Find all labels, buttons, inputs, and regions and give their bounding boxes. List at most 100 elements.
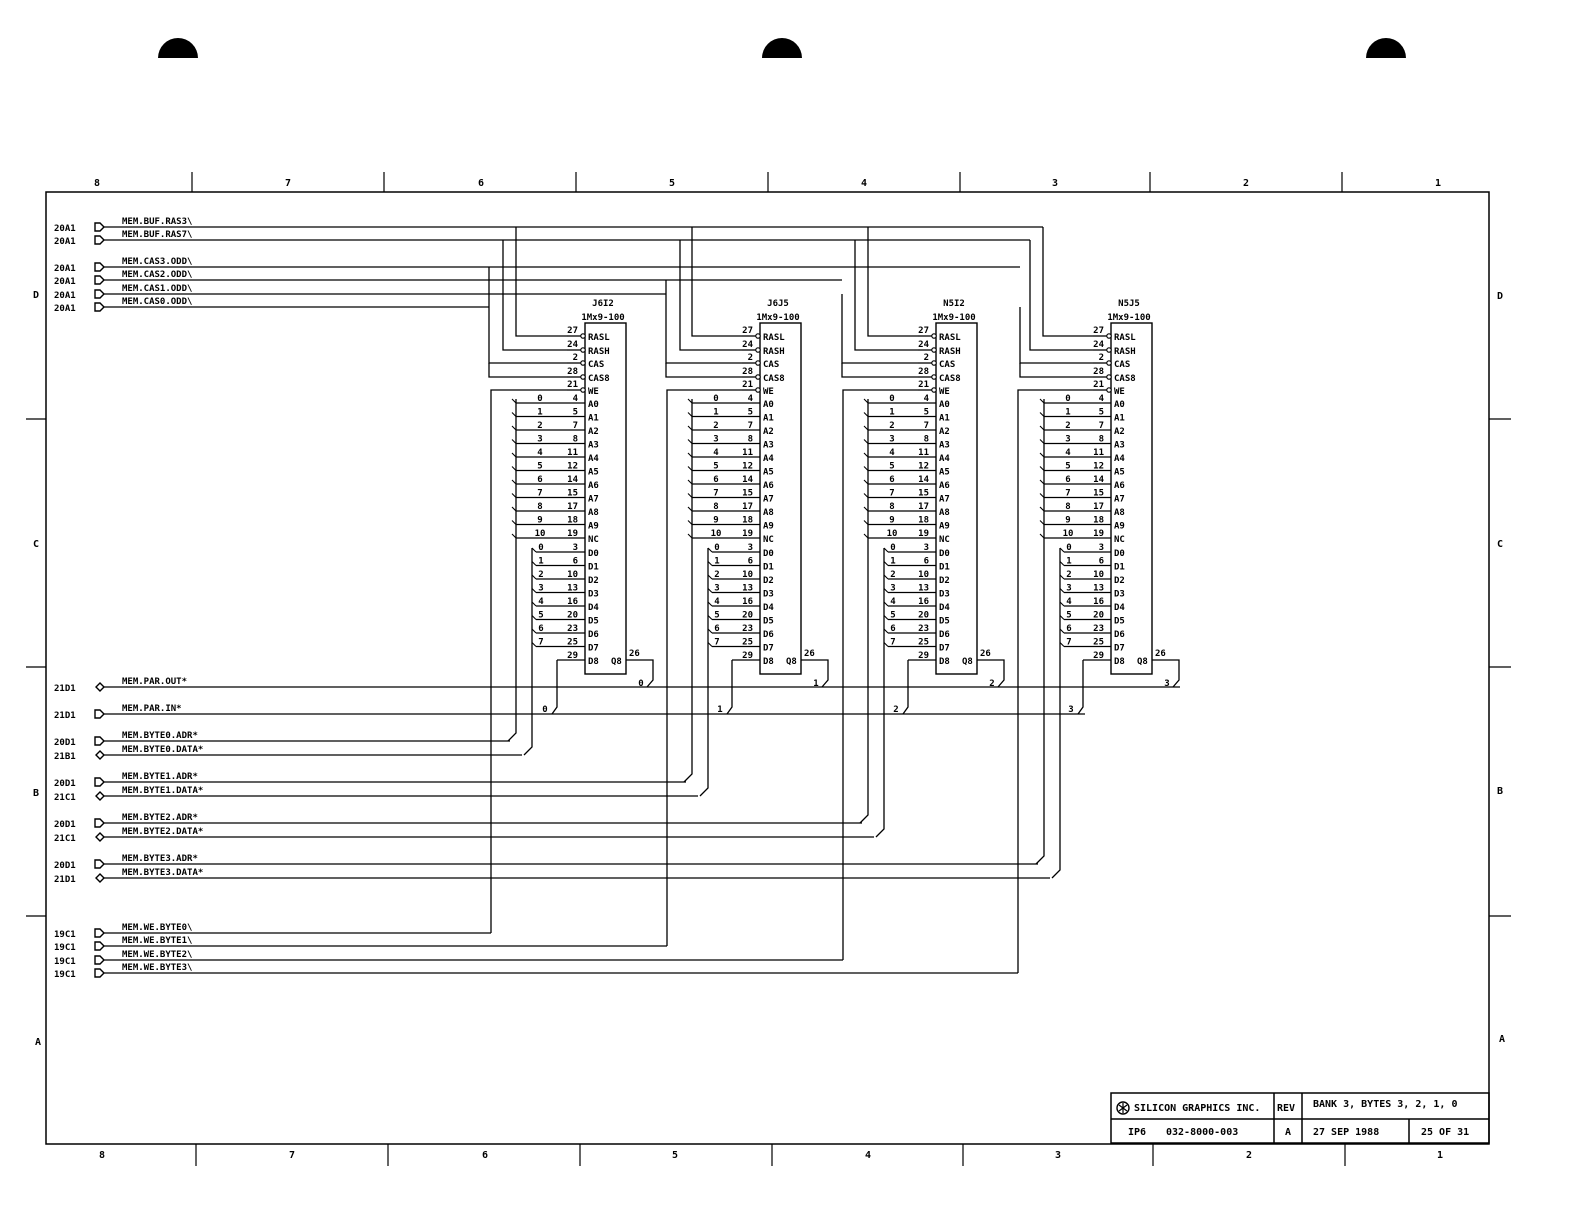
- active-low-bubble-icon: [755, 333, 761, 339]
- bus-bit: 3: [713, 435, 718, 445]
- pin-name: WE: [763, 387, 774, 397]
- pin-number: 7: [924, 421, 929, 431]
- active-low-bubble-icon: [755, 360, 761, 366]
- pin-number: 5: [1099, 408, 1104, 418]
- row-label: D: [1497, 291, 1503, 302]
- bus-bit: 6: [537, 475, 542, 485]
- pin-number: 19: [918, 529, 929, 539]
- bus-bit: 4: [538, 597, 544, 607]
- pin-number: 20: [918, 611, 929, 621]
- pin-number: 21: [1093, 380, 1104, 390]
- pin-number: 14: [567, 475, 578, 485]
- bus-bit: 5: [889, 462, 894, 472]
- pin-name: A7: [939, 495, 950, 505]
- wire: [691, 227, 742, 337]
- connector-reference: 19C1: [54, 957, 76, 967]
- input-connector-icon: [94, 289, 105, 299]
- bus-bit: 2: [714, 570, 719, 580]
- signal-name: MEM.BYTE0.DATA*: [122, 745, 203, 755]
- pin-name: Q8: [786, 657, 797, 667]
- bus-bit: 8: [889, 502, 894, 512]
- pin-name: A2: [588, 427, 599, 437]
- pin-number: 4: [748, 394, 754, 404]
- pin-number: 14: [918, 475, 929, 485]
- pin-number: 15: [918, 489, 929, 499]
- chip-body: [1110, 322, 1153, 675]
- pin-name: A7: [763, 495, 774, 505]
- bus-entry: [1039, 493, 1045, 498]
- wire: [1017, 389, 1093, 973]
- pin-name: D2: [588, 576, 599, 586]
- bus-bit: 1: [714, 557, 719, 567]
- signal-name: MEM.WE.BYTE3\: [122, 963, 192, 973]
- column-label: 2: [1243, 178, 1249, 189]
- pin-name: A9: [588, 522, 599, 532]
- bus-bit: 7: [1066, 638, 1071, 648]
- chip-reference: J6J5: [767, 299, 789, 309]
- pin-name: D5: [1114, 617, 1125, 627]
- signal-name: MEM.WE.BYTE0\: [122, 923, 192, 933]
- pin-number: 26: [629, 649, 640, 659]
- pin-name: CAS: [939, 360, 955, 370]
- column-label: 6: [482, 1150, 488, 1161]
- bus-entry: [511, 533, 517, 539]
- pin-name: A4: [1114, 454, 1125, 464]
- pin-number: 19: [1093, 529, 1104, 539]
- column-label: 3: [1052, 178, 1058, 189]
- pin-number: 12: [742, 462, 753, 472]
- column-label: 8: [94, 178, 100, 189]
- bus-bit: 2: [889, 421, 894, 431]
- connector-reference: 21D1: [54, 684, 76, 694]
- pin-number: 5: [573, 408, 578, 418]
- pin-number: 24: [742, 340, 753, 350]
- bus-bit: 10: [1063, 529, 1074, 539]
- sheet-number: 25 OF 31: [1421, 1127, 1469, 1138]
- chip-body: [935, 322, 978, 675]
- pin-number: 2: [1099, 353, 1104, 363]
- column-label: 4: [861, 178, 867, 189]
- bus-entry: [863, 439, 869, 444]
- pin-number: 13: [742, 584, 753, 594]
- pin-number: 10: [918, 570, 929, 580]
- pin-number: 21: [567, 380, 578, 390]
- pin-name: D4: [763, 603, 774, 613]
- pin-number: 29: [1093, 651, 1104, 661]
- wire: [699, 548, 709, 797]
- pin-number: 19: [742, 529, 753, 539]
- column-label: 3: [1055, 1150, 1061, 1161]
- bus-entry: [1039, 425, 1045, 431]
- pin-name: D3: [763, 590, 774, 600]
- pin-name: A5: [1114, 468, 1125, 478]
- input-connector-icon: [94, 818, 105, 828]
- pin-number: 3: [1099, 543, 1104, 553]
- column-labels-bottom: 8 7 6 5 4 3 2 1: [99, 1150, 1443, 1161]
- pin-number: 26: [980, 649, 991, 659]
- bus-entry: [1059, 588, 1065, 593]
- bus-entry: [511, 520, 517, 525]
- pin-name: D2: [1114, 576, 1125, 586]
- wire: [515, 227, 567, 337]
- pin-name: A8: [588, 508, 599, 518]
- pin-name: RASH: [588, 347, 610, 357]
- wire: [902, 660, 909, 715]
- pin-number: 23: [567, 624, 578, 634]
- bus-bit: 8: [1065, 502, 1070, 512]
- signal-name: MEM.WE.BYTE1\: [122, 936, 192, 946]
- bus-entry: [511, 466, 517, 471]
- bus-bit: 1: [1066, 557, 1071, 567]
- bus-entry: [863, 466, 869, 471]
- wire: [1035, 399, 1045, 865]
- bus-entry: [531, 547, 537, 553]
- active-low-bubble-icon: [580, 333, 586, 339]
- parity-bit-index: 2: [893, 705, 898, 715]
- pin-number: 27: [742, 326, 753, 336]
